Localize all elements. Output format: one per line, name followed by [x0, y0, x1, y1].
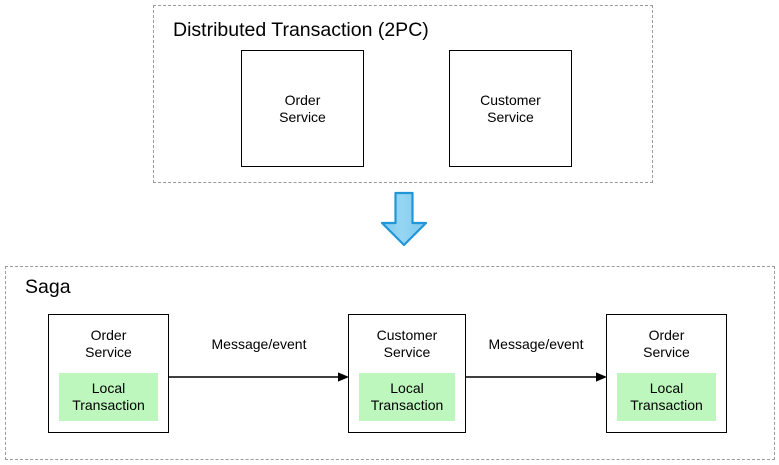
service-label-order-service: Order Service: [279, 91, 326, 125]
group-distributed-transaction: Distributed Transaction (2PC): [153, 5, 653, 183]
service-box-order-service-saga-1[interactable]: Order Service Local Transaction: [48, 314, 169, 433]
connector-arrow-customer-to-order: [465, 365, 608, 389]
group-title-saga: Saga: [25, 276, 71, 298]
connector-arrow-order-to-customer: [168, 365, 350, 389]
local-transaction-badge: Local Transaction: [59, 373, 158, 421]
downward-blue-arrow-icon: [379, 191, 429, 247]
service-box-order-service-2pc[interactable]: Order Service: [241, 50, 364, 167]
connector-label-order-to-customer: Message/event: [211, 336, 307, 352]
group-title-distributed-transaction: Distributed Transaction (2PC): [173, 19, 429, 41]
group-saga: Saga: [5, 266, 775, 460]
service-box-customer-service-saga[interactable]: Customer Service Local Transaction: [348, 314, 466, 433]
local-transaction-badge: Local Transaction: [617, 373, 716, 421]
service-box-customer-service-2pc[interactable]: Customer Service: [449, 50, 572, 167]
local-transaction-label: Local Transaction: [370, 380, 444, 413]
service-label-order-service: Order Service: [643, 327, 690, 360]
service-label-customer-service: Customer Service: [480, 91, 541, 125]
local-transaction-label: Local Transaction: [630, 380, 703, 413]
service-box-order-service-saga-2[interactable]: Order Service Local Transaction: [606, 314, 727, 433]
service-label-order-service: Order Service: [85, 327, 132, 360]
local-transaction-badge: Local Transaction: [359, 373, 455, 421]
local-transaction-label: Local Transaction: [72, 380, 145, 413]
service-label-customer-service: Customer Service: [376, 327, 438, 360]
connector-label-customer-to-order: Message/event: [488, 336, 584, 352]
